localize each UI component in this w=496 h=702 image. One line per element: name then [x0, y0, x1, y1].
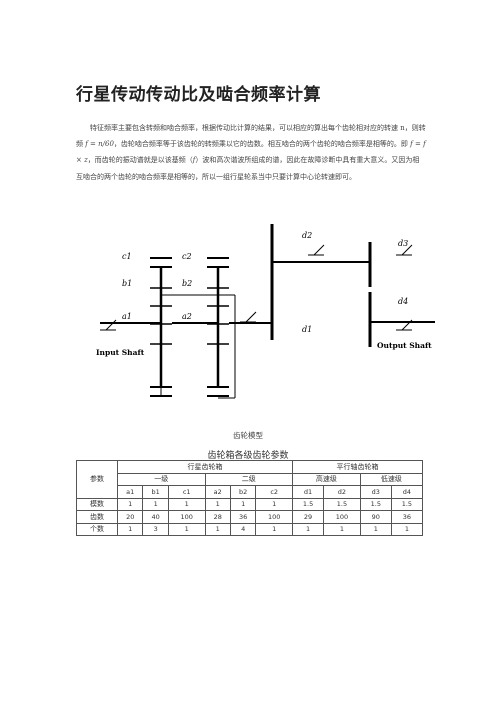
row-label: 模数	[75, 497, 119, 511]
sub-low-speed: 低速级	[359, 472, 424, 486]
sub-stage-1: 一级	[117, 472, 206, 486]
label-d2: d2	[302, 231, 312, 240]
paragraph-text-1: 特征频率主要包含转频和啮合频率，根据传动比计算的结果，可以相应的算出每个齿轮相对…	[76, 124, 426, 149]
rotation-frequency-formula: f = n/60	[85, 140, 114, 149]
label-c2: c2	[182, 252, 192, 261]
col-header: a2	[204, 485, 231, 499]
table-cell: 1	[229, 497, 257, 511]
table-cell: 100	[323, 510, 361, 524]
paragraph-text-3: ，而齿轮的振动谱就是以该基频（	[87, 156, 193, 165]
col-header: d4	[390, 485, 424, 499]
table-cell: 1	[292, 522, 325, 536]
label-d3: d3	[398, 239, 408, 248]
table-cell: 1	[359, 522, 392, 536]
param-header: 参数	[75, 460, 119, 499]
table-cell: 1	[204, 497, 231, 511]
label-a1: a1	[122, 312, 132, 321]
table-cell: 1	[167, 522, 206, 536]
col-header: c2	[255, 485, 294, 499]
table-cell: 4	[229, 522, 257, 536]
label-b1: b1	[122, 279, 132, 288]
col-header: c1	[167, 485, 206, 499]
label-d1: d1	[302, 325, 312, 334]
table-cell: 90	[359, 510, 392, 524]
table-cell: 1.5	[390, 497, 424, 511]
table-cell: 1	[117, 497, 144, 511]
table-cell: 1	[255, 522, 294, 536]
table-row: 齿数 20 40 100 28 36 100 29 100 90 36	[75, 510, 424, 524]
col-header: d1	[292, 485, 325, 499]
label-a2: a2	[182, 312, 192, 321]
table-cell: 36	[229, 510, 257, 524]
col-header: a1	[117, 485, 144, 499]
row-label: 个数	[75, 522, 119, 536]
table-cell: 1.5	[323, 497, 361, 511]
input-shaft-label: Input Shaft	[96, 348, 145, 357]
table-cell: 36	[390, 510, 424, 524]
label-d4: d4	[398, 297, 408, 306]
group-parallel: 平行轴齿轮箱	[292, 460, 423, 474]
gear-model-diagram: c1 c2 b1 b2 a1 a2 d2 d3 d4 d1 Input Shaf…	[96, 224, 435, 399]
output-shaft-label: Output Shaft	[377, 341, 432, 350]
col-header: d2	[323, 485, 361, 499]
label-b2: b2	[182, 279, 192, 288]
figure-caption: 齿轮模型	[233, 431, 263, 440]
group-planetary: 行星齿轮箱	[117, 460, 294, 474]
table-cell: 1	[255, 497, 294, 511]
table-cell: 1.5	[359, 497, 392, 511]
table-cell: 1	[167, 497, 206, 511]
base-frequency-symbol: f	[192, 156, 196, 165]
table-cell: 1	[390, 522, 424, 536]
table-row: 模数 1 1 1 1 1 1 1.5 1.5 1.5 1.5	[75, 497, 424, 511]
table-cell: 1	[204, 522, 231, 536]
table-cell: 1	[142, 497, 169, 511]
table-cell: 29	[292, 510, 325, 524]
table-row: 个数 1 3 1 1 4 1 1 1 1 1	[75, 522, 424, 536]
sub-high-speed: 高速级	[292, 472, 361, 486]
table-cell: 100	[255, 510, 294, 524]
table-cell: 28	[204, 510, 231, 524]
label-c1: c1	[122, 252, 132, 261]
table-cell: 1	[117, 522, 144, 536]
table-cell: 100	[167, 510, 206, 524]
table-cell: 1	[323, 522, 361, 536]
table-cell: 40	[142, 510, 169, 524]
col-header: b2	[229, 485, 257, 499]
table-caption: 齿轮箱各级齿轮参数	[207, 451, 289, 461]
col-header: d3	[359, 485, 392, 499]
row-label: 齿数	[75, 510, 119, 524]
intro-paragraph: 特征频率主要包含转频和啮合频率，根据传动比计算的结果，可以相应的算出每个齿轮相对…	[76, 120, 426, 185]
table-cell: 3	[142, 522, 169, 536]
paragraph-text-4: ）波和高次谐波所组成的谱，因此在故障诊断中具有重大意义。又因为相互啮合的两个齿轮…	[76, 156, 420, 181]
page-title: 行星传动传动比及啮合频率计算	[76, 85, 321, 105]
sub-stage-2: 二级	[204, 472, 294, 486]
mesh-frequency-formula: f = f × z	[76, 140, 426, 165]
paragraph-text-2: ，齿轮啮合频率等于该齿轮的转频乘以它的齿数。相互啮合的两个齿轮的啮合频率是相等的…	[113, 140, 408, 149]
table-cell: 20	[117, 510, 144, 524]
table-cell: 1.5	[292, 497, 325, 511]
gear-parameter-table: 参数 行星齿轮箱 平行轴齿轮箱 一级 二级 高速级 低速级 a1 b1 c1 a…	[75, 460, 424, 536]
col-header: b1	[142, 485, 169, 499]
